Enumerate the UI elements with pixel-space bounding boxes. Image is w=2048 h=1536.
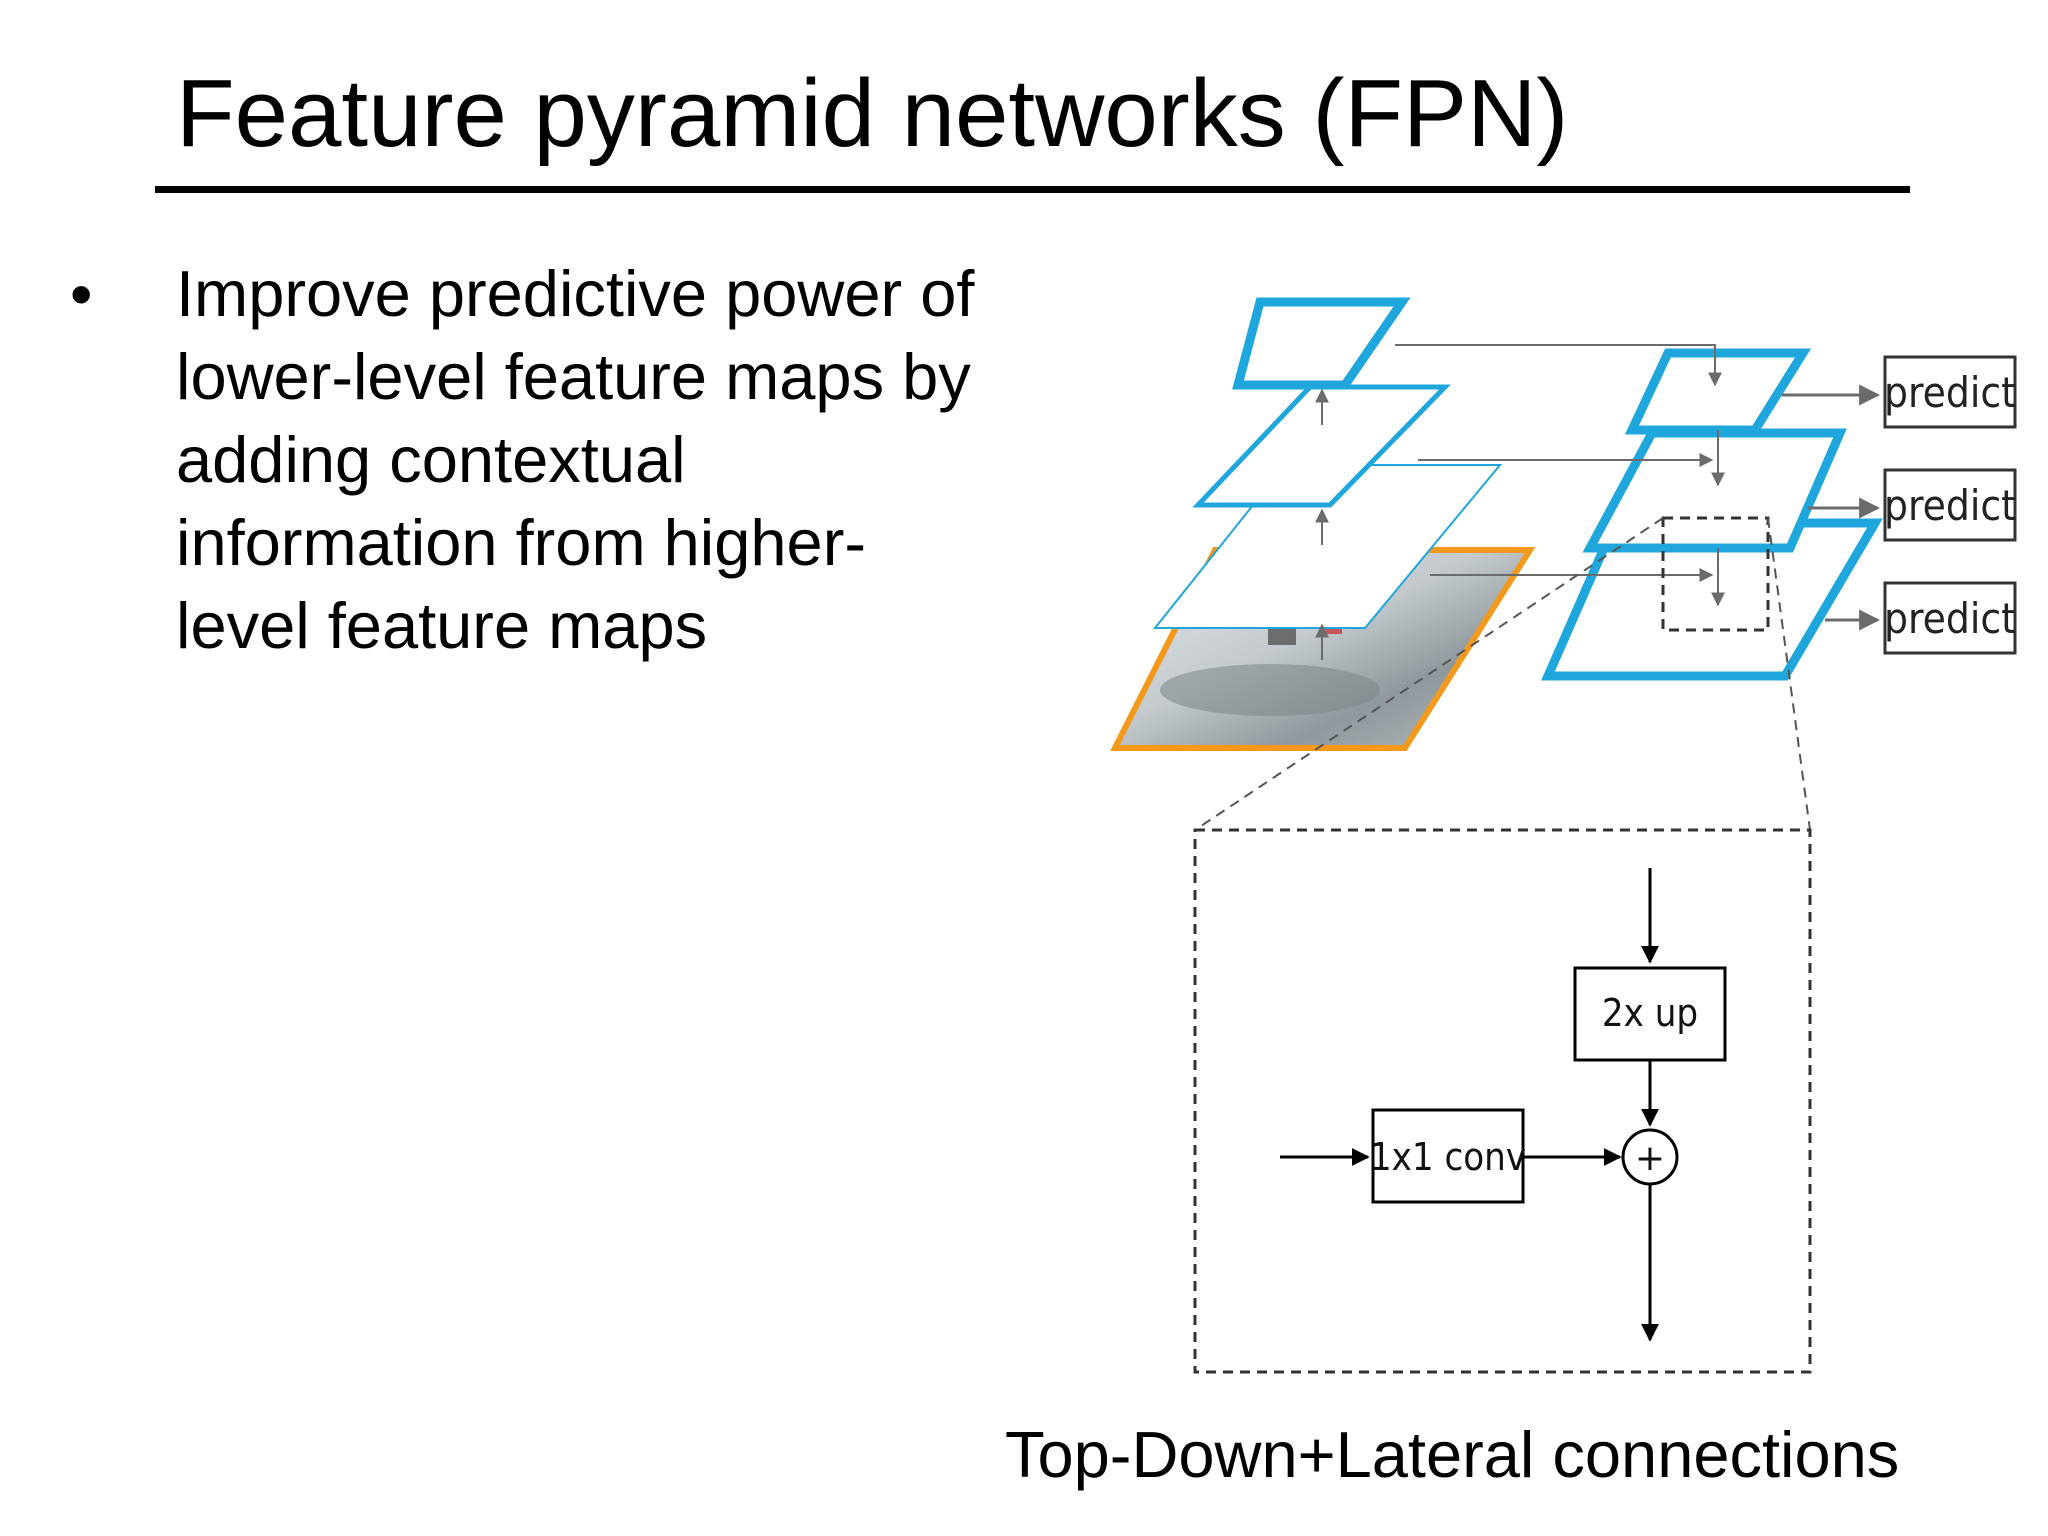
bullet-line-4: information from higher- xyxy=(176,506,866,579)
predict-box-1: predict xyxy=(1883,355,2017,429)
bullet-line-5: level feature maps xyxy=(176,589,708,662)
bullet-line-1: Improve predictive power of xyxy=(176,257,975,330)
bullet-line-2: lower-level feature maps by xyxy=(176,340,971,413)
upsample-box: 2x up xyxy=(1573,966,1727,1062)
bottom-up-layer-3 xyxy=(1152,464,1503,629)
predict-box-3: predict xyxy=(1883,581,2017,655)
upsample-label: 2x up xyxy=(1602,991,1698,1035)
diagram-caption: Top-Down+Lateral connections xyxy=(1005,1418,1900,1491)
prediction-arrows xyxy=(1782,384,1881,631)
bullet-marker: • xyxy=(70,258,93,330)
detail-panel xyxy=(1193,828,1812,1374)
conv-box: 1x1 conv xyxy=(1370,1108,1526,1204)
predict-label-1: predict xyxy=(1884,368,2016,417)
bottom-up-layer-2 xyxy=(1192,384,1451,508)
bottom-up-layer-1 xyxy=(1232,297,1411,390)
add-symbol: + xyxy=(1635,1138,1665,1179)
top-down-layer-1 xyxy=(1624,348,1812,435)
zoom-highlight-box xyxy=(1661,516,1770,632)
predict-box-2: predict xyxy=(1883,468,2017,542)
bullet-line-3: adding contextual xyxy=(176,423,686,496)
add-node: + xyxy=(1621,1128,1679,1186)
predict-label-3: predict xyxy=(1884,594,2016,643)
top-down-layer-2 xyxy=(1582,428,1847,553)
conv-label: 1x1 conv xyxy=(1370,1135,1526,1179)
lateral-connections xyxy=(1395,344,1722,582)
zoom-lines xyxy=(1194,517,1811,831)
title-underline xyxy=(155,186,1910,193)
predict-label-2: predict xyxy=(1884,481,2016,530)
slide-title: Feature pyramid networks (FPN) xyxy=(176,60,1569,167)
bullet-text: Improve predictive power of lower-level … xyxy=(176,252,1056,667)
